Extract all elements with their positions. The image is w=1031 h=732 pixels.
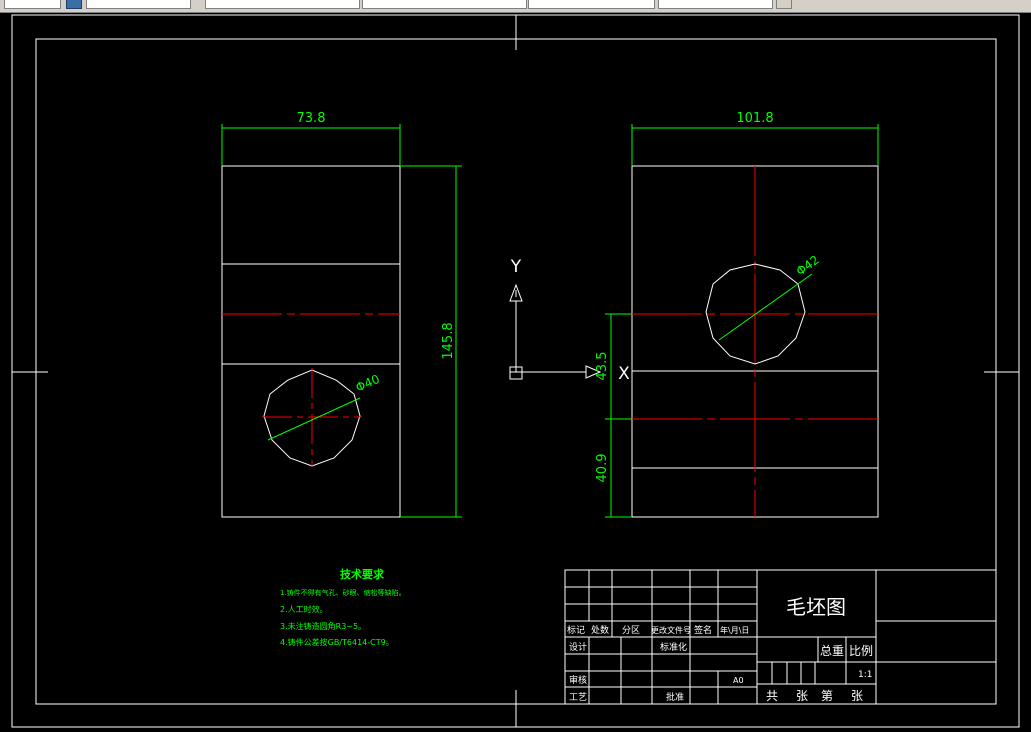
right-dim-lower-text: 40.9: [595, 454, 610, 483]
sheets-unit-label-2: 张: [851, 689, 863, 703]
rev-header-count: 处数: [591, 624, 609, 636]
right-width-dim-text: 101.8: [736, 111, 773, 126]
ucs-x-label: X: [618, 364, 630, 384]
rev-header-mark: 标记: [567, 624, 585, 636]
toolbar-button-icon[interactable]: [776, 0, 792, 9]
tech-req-item-2: 2.人工时效。: [280, 604, 328, 614]
left-height-dim-text: 145.8: [441, 322, 456, 359]
right-view[interactable]: Φ42 101.8 43.5 40.9: [595, 111, 879, 518]
tech-req-title: 技术要求: [340, 567, 385, 581]
tech-req-item-1: 1.铸件不得有气孔、砂眼、缩松等缺陷。: [280, 588, 406, 597]
right-hole: [705, 263, 806, 365]
sheets-unit-label-1: 张: [796, 689, 808, 703]
process-label: 工艺: [569, 692, 587, 703]
title-block[interactable]: [564, 569, 997, 705]
left-width-dim-text: 73.8: [297, 111, 326, 126]
title-block-texts: 毛坯图 标记 处数 分区 更改文件号 签名 年\月\日 设计 标准化 审核 A0…: [567, 595, 873, 703]
right-dim-upper-text: 43.5: [595, 352, 610, 381]
left-hole-dim-text: Φ40: [354, 372, 382, 395]
rev-header-sign: 签名: [694, 624, 712, 636]
left-hole-dim-leader: [267, 397, 361, 441]
toolbar-dropdown-1[interactable]: [4, 0, 61, 9]
tech-req-item-4: 4.铸件公差按GB/T6414-CT9。: [280, 637, 394, 647]
toolbar-dropdown-2[interactable]: [86, 0, 191, 9]
ucs-y-label: Y: [510, 257, 522, 277]
centering-marks: [12, 15, 1019, 727]
left-width-dimension: [221, 124, 401, 166]
toolbar-dropdown-3[interactable]: [205, 0, 360, 9]
scale-value: 1:1: [858, 670, 872, 680]
approve-label: 批准: [666, 691, 684, 703]
left-view[interactable]: Φ40 73.8 145.8: [221, 111, 462, 518]
ucs-icon: [509, 283, 602, 380]
review-label: 审核: [569, 674, 587, 686]
rev-header-doc: 更改文件号: [651, 625, 691, 635]
right-hole-dim-leader: [718, 273, 813, 341]
standardize-label: 标准化: [660, 641, 687, 653]
drawing-name: 毛坯图: [786, 595, 846, 619]
toolbar-dropdown-6[interactable]: [658, 0, 773, 9]
right-hole-dim-text: Φ42: [794, 253, 822, 279]
rev-header-date: 年\月\日: [720, 625, 749, 635]
scale-label: 比例: [849, 644, 873, 658]
toolbar-dropdown-5[interactable]: [528, 0, 655, 9]
drawing-canvas[interactable]: Φ40 73.8 145.8 Y X: [0, 14, 1031, 732]
total-weight-label: 总重: [820, 644, 844, 658]
design-label: 设计: [569, 641, 587, 653]
stage-label: A0: [733, 676, 744, 685]
left-view-outline: [221, 165, 401, 518]
toolbar-dropdown-4[interactable]: [362, 0, 527, 9]
right-width-dimension: [631, 124, 879, 166]
sheet-number-label: 第: [821, 689, 833, 703]
toolbar: [0, 0, 1031, 13]
tech-requirements: 技术要求 1.铸件不得有气孔、砂眼、缩松等缺陷。 2.人工时效。 3.未注铸造圆…: [280, 567, 406, 647]
right-vertical-dimensions: [605, 313, 632, 518]
layer-icon[interactable]: [66, 0, 82, 9]
rev-header-zone: 分区: [622, 625, 640, 636]
left-height-dimension: [400, 165, 462, 518]
left-hole: [263, 369, 361, 467]
tech-req-item-3: 3.未注铸造圆角R3~5。: [280, 621, 366, 631]
sheets-total-label: 共: [766, 689, 778, 703]
